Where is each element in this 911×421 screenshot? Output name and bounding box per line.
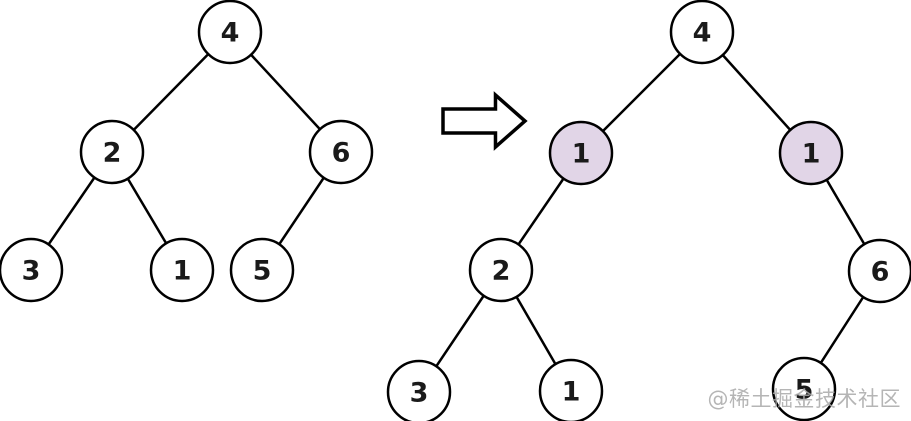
tree-node-L5 [229, 237, 295, 303]
tree-node-label-L5: 5 [253, 256, 272, 287]
tree-node-L4 [197, 0, 263, 65]
tree-node-label-L1: 1 [173, 256, 192, 287]
tree-node-label-L2: 2 [103, 138, 122, 169]
tree-node-label-R6: 6 [871, 257, 890, 288]
tree-before: 4 2 6 3 1 5 [0, 0, 374, 303]
tree-node-label-L3: 3 [22, 256, 41, 287]
tree-node-label-R1b: 1 [802, 139, 821, 170]
tree-node-label-R1a: 1 [572, 139, 591, 170]
tree-node-label-R2: 2 [492, 256, 511, 287]
tree-node-label-L6: 6 [332, 138, 351, 169]
tree-node-R1a [548, 120, 614, 186]
tree-node-R5 [771, 356, 837, 421]
tree-node-R1b [778, 120, 844, 186]
tree-node-label-R1c: 1 [562, 377, 581, 408]
tree-node-R6 [847, 238, 911, 304]
tree-node-label-R3: 3 [410, 378, 429, 409]
tree-node-R3 [386, 359, 452, 421]
tree-node-label-L4: 4 [221, 18, 240, 49]
tree-node-L6 [308, 119, 374, 185]
tree-node-L1 [149, 237, 215, 303]
transform-arrow-icon [441, 91, 528, 151]
tree-node-R1c [538, 358, 604, 421]
tree-node-L2 [79, 119, 145, 185]
tree-node-R2 [468, 237, 534, 303]
tree-node-label-R5: 5 [795, 375, 814, 406]
tree-node-label-R4: 4 [693, 18, 712, 49]
tree-after: 4 1 1 2 6 3 1 5 [386, 0, 911, 421]
tree-node-R4 [669, 0, 735, 65]
tree-node-L3 [0, 237, 64, 303]
